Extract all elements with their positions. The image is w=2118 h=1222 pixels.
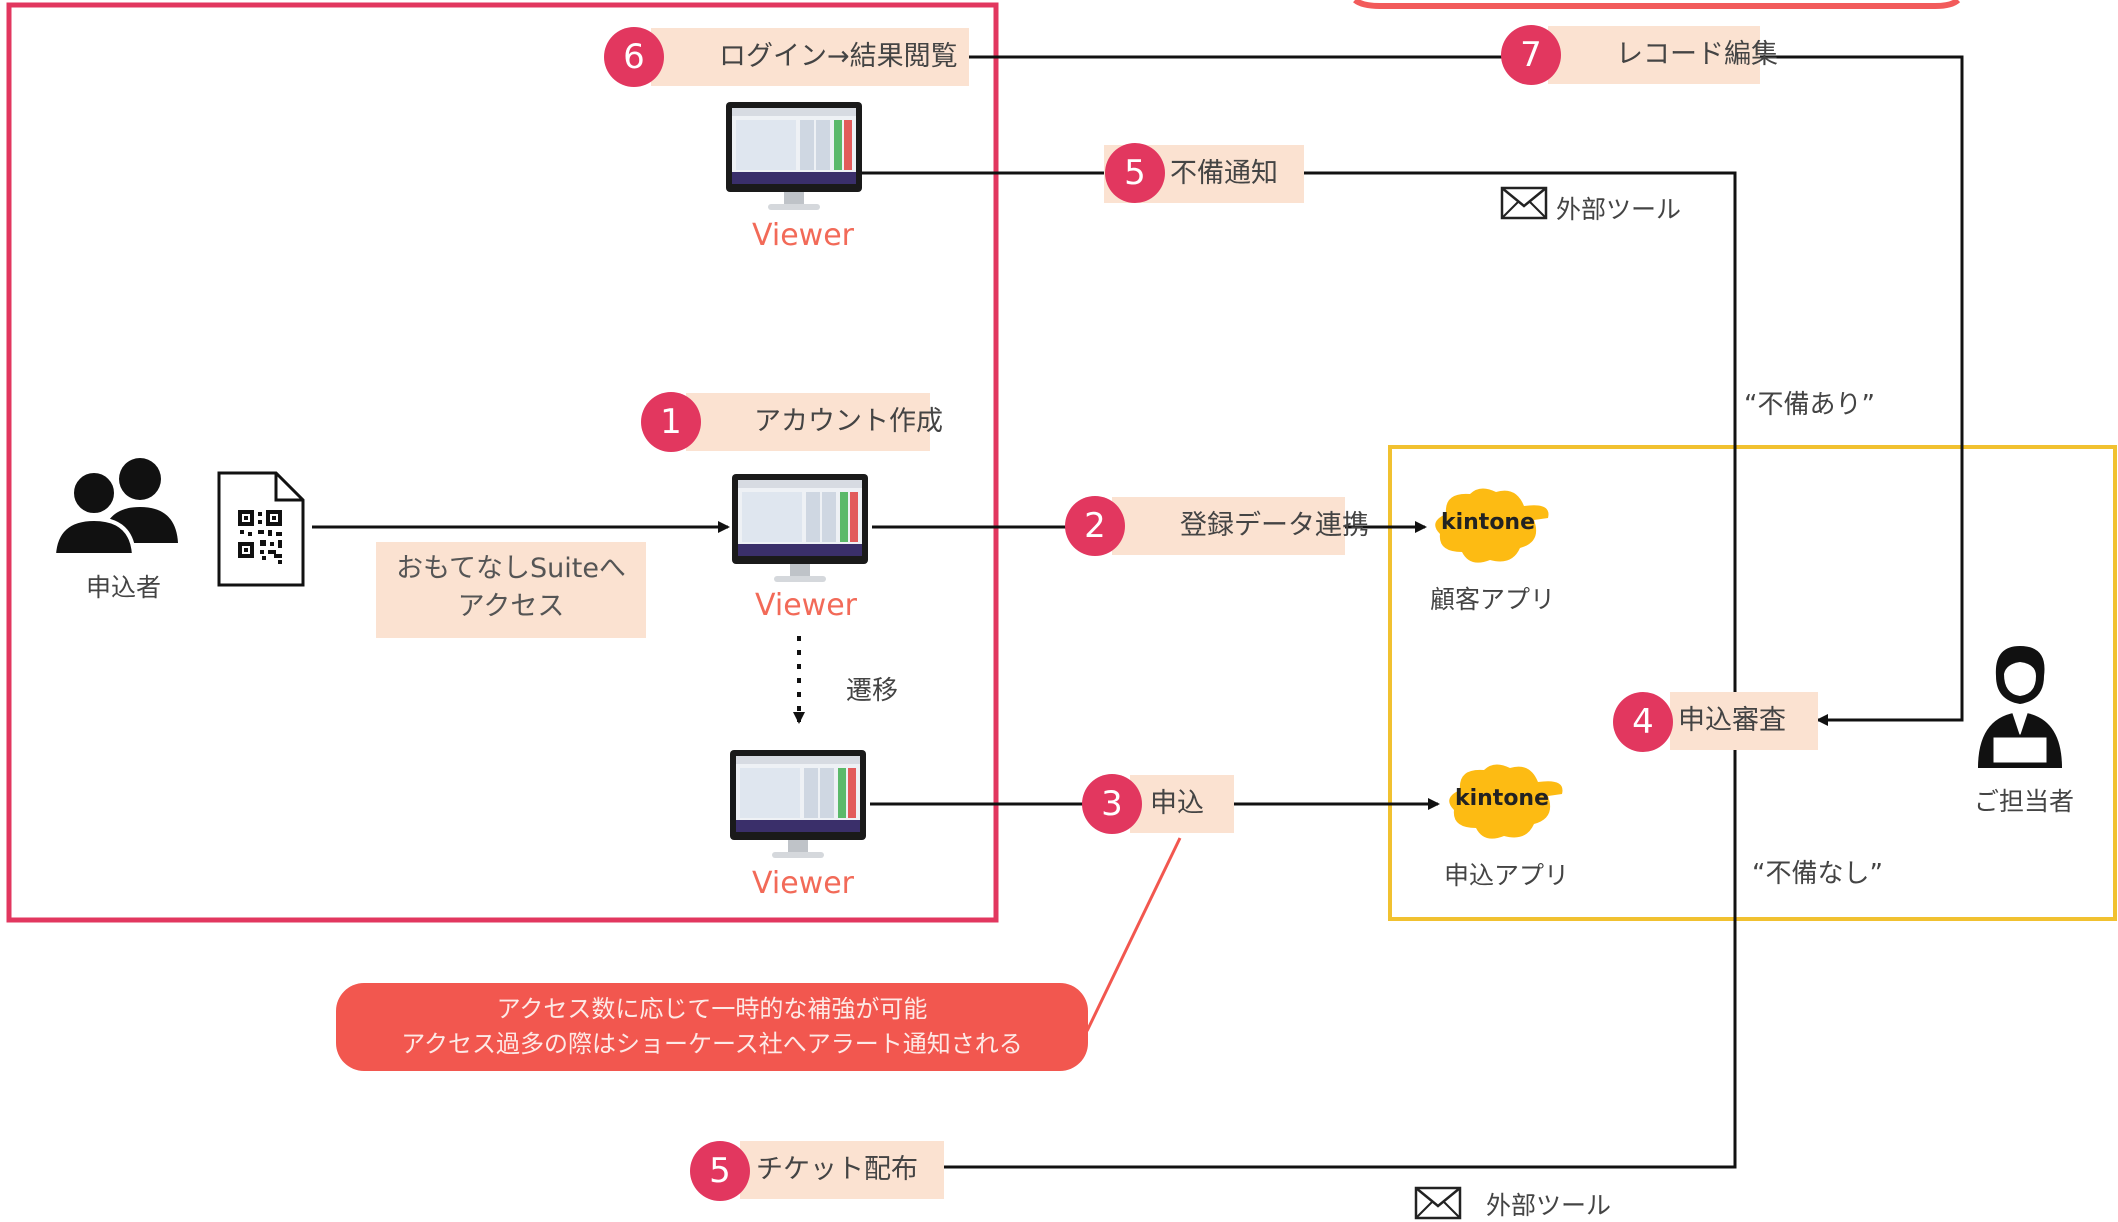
step2-label: 登録データ連携 [1112, 497, 1369, 555]
staff-caption: ご担当者 [1974, 787, 2075, 816]
step1-badge: 1 [641, 392, 701, 452]
kintone-cloud-icon [1449, 764, 1563, 839]
step7-text: レコード編集 [1616, 39, 1778, 70]
viewer-monitor-middle [732, 474, 868, 582]
step2-badge: 2 [1065, 496, 1125, 556]
callout-line1: アクセス数に応じて一時的な補強が可能 [496, 995, 928, 1023]
line-record-edit [968, 55, 1964, 726]
condition-defect: “不備あり” [1744, 390, 1875, 420]
step5b-label: チケット配布 [740, 1141, 944, 1199]
viewer-caption-top: Viewer [752, 218, 854, 253]
top-partial-shape [1353, 0, 1961, 9]
mail-icon [1500, 186, 1548, 220]
kintone-frame [1388, 445, 2117, 921]
applicants-icon [52, 458, 178, 555]
viewer-monitor-bottom [730, 750, 866, 858]
step1-text: アカウント作成 [754, 406, 943, 437]
callout-line2: アクセス過多の際はショーケース社へアラート通知される [401, 1030, 1023, 1058]
step6-badge: 6 [604, 27, 664, 87]
step4-label: 申込審査 [1670, 692, 1818, 750]
access-instruction-box: おもてなしSuiteへ アクセス [376, 542, 646, 638]
callout-pointer [1085, 837, 1182, 1032]
mail-icon [1414, 1186, 1462, 1220]
step3-label: 申込 [1130, 775, 1234, 833]
step3-text: 申込 [1150, 788, 1204, 819]
viewer-caption-bottom: Viewer [752, 866, 854, 901]
step4-text: 申込審査 [1678, 705, 1786, 736]
external-tool-caption-top: 外部ツール [1556, 195, 1682, 224]
applicant-caption: 申込者 [86, 573, 162, 602]
step7-badge: 7 [1501, 25, 1561, 85]
kintone-logo-application: kintone [1438, 760, 1566, 844]
staff-person-icon [1978, 646, 2062, 768]
step5a-badge: 5 [1105, 143, 1165, 203]
external-tool-caption-bottom: 外部ツール [1486, 1191, 1612, 1220]
step6-label: ログイン→結果閲覧 [651, 28, 969, 86]
scaling-callout: アクセス数に応じて一時的な補強が可能 アクセス過多の際はショーケース社へアラート… [336, 983, 1088, 1071]
application-app-caption: 申込アプリ [1444, 861, 1570, 890]
qr-document-icon [217, 471, 305, 587]
step5b-badge: 5 [690, 1141, 750, 1201]
step5b-text: チケット配布 [756, 1154, 918, 1185]
kintone-logo-customer: kintone [1424, 484, 1552, 568]
kintone-cloud-icon [1435, 488, 1549, 563]
transition-caption: 遷移 [846, 676, 899, 706]
step6-text: ログイン→結果閲覧 [719, 41, 958, 72]
kintone-logo-text: kintone [1440, 510, 1536, 535]
access-line2: アクセス [457, 591, 565, 622]
viewer-caption-middle: Viewer [755, 588, 857, 623]
step2-text: 登録データ連携 [1180, 510, 1369, 541]
access-line1: おもてなしSuiteへ [396, 553, 626, 584]
customer-app-caption: 顧客アプリ [1430, 585, 1556, 614]
step3-badge: 3 [1082, 774, 1142, 834]
step5a-text: 不備通知 [1170, 158, 1278, 189]
user-side-frame [6, 2, 999, 923]
kintone-logo-text: kintone [1454, 786, 1550, 811]
step1-label: アカウント作成 [686, 393, 943, 451]
viewer-monitor-top [726, 102, 862, 210]
step4-badge: 4 [1613, 692, 1673, 752]
step7-label: レコード編集 [1548, 26, 1778, 84]
condition-no-defect: “不備なし” [1752, 859, 1883, 889]
